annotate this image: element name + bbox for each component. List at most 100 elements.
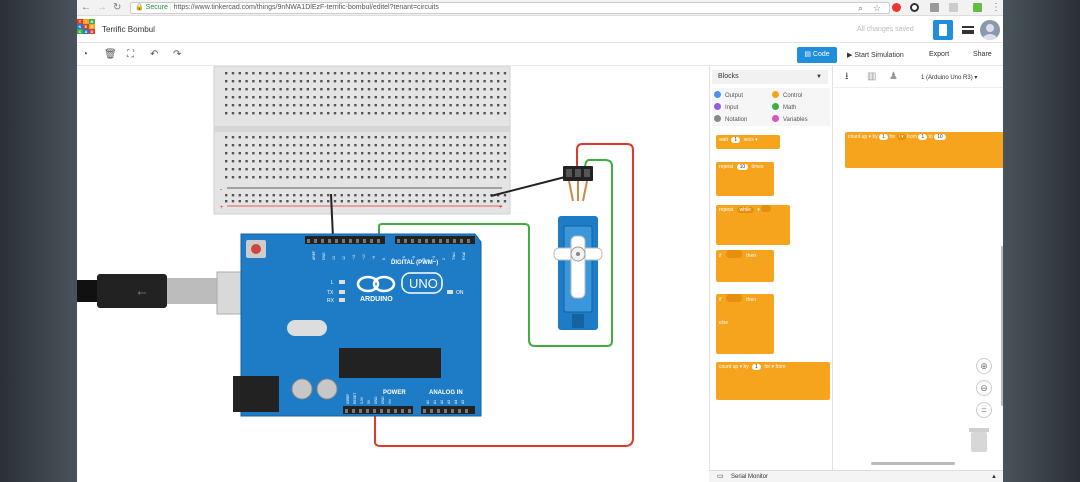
block-if-then-else[interactable]: if then else — [716, 294, 774, 354]
logo-letter: R — [89, 24, 95, 29]
project-title[interactable]: Terrific Bombul — [102, 25, 155, 34]
wires[interactable] — [330, 143, 634, 447]
star-icon[interactable]: ☆ — [873, 3, 882, 13]
redo-icon[interactable]: ↷ — [173, 49, 182, 60]
breadboard[interactable]: - + + — [213, 65, 511, 215]
extension-icon-2[interactable] — [930, 3, 939, 12]
save-status: All changes saved — [857, 26, 914, 33]
upload-icon[interactable]: ▥ — [867, 71, 877, 82]
zoom-in-button[interactable]: ⊕ — [976, 358, 992, 374]
block-wait[interactable]: wait 1 secs ▾ — [716, 135, 780, 149]
horizontal-scrollbar[interactable] — [871, 462, 955, 465]
extension-icon-4[interactable] — [973, 3, 982, 12]
menu-kebab-icon[interactable]: ⋮ — [991, 2, 1001, 13]
wire-red-power[interactable] — [374, 143, 634, 447]
block-unit[interactable]: secs — [743, 137, 754, 143]
led-rx-label: RX — [327, 298, 335, 304]
block-value[interactable]: while — [736, 207, 754, 213]
vertical-scrollbar[interactable] — [1001, 246, 1003, 406]
board-select[interactable]: 1 (Arduino Uno R3) ▾ — [921, 74, 977, 81]
block-dir[interactable]: up — [732, 364, 739, 370]
block-for: for — [764, 364, 771, 370]
category-output[interactable]: Output — [714, 91, 743, 100]
share-button[interactable]: Share — [973, 51, 992, 58]
usb-icon: ⭠ — [137, 285, 147, 299]
serial-monitor-toggle[interactable]: ▭ Serial Monitor ▲ — [709, 470, 1003, 482]
category-grid: Output Control Input Math Notation Varia… — [712, 88, 830, 126]
code-toolbar: ⭳ ▥ ♟ 1 (Arduino Uno R3) ▾ — [833, 66, 1003, 88]
servo-horn[interactable] — [553, 235, 603, 299]
logo-letter: C — [77, 29, 83, 34]
category-control[interactable]: Control — [772, 91, 802, 100]
block-by: by — [743, 364, 749, 370]
extension-icon-3[interactable] — [949, 3, 958, 12]
block-text: wait — [719, 137, 728, 143]
wire-black-breadboard[interactable] — [330, 193, 334, 239]
digital-pin-label: ~5 — [412, 256, 416, 260]
logo-letter: A — [83, 29, 89, 34]
block-value[interactable]: 1 — [879, 134, 888, 140]
block-dir[interactable]: up — [861, 134, 868, 140]
logo-letter: K — [77, 24, 83, 29]
extension-icon[interactable] — [910, 3, 919, 12]
opera-icon[interactable] — [892, 3, 901, 12]
circuit-view-button[interactable] — [933, 20, 953, 40]
list-view-button[interactable] — [958, 20, 978, 40]
address-bar[interactable]: 🔒 Secure | https://www.tinkercad.com/thi… — [130, 2, 890, 14]
digital-pin-label: ~10 — [362, 254, 366, 260]
digital-pin-label: ~3 — [432, 256, 436, 260]
board-select-label: 1 (Arduino Uno R3) — [921, 75, 973, 81]
search-icon[interactable]: ⌕ — [858, 3, 864, 13]
category-math[interactable]: Math — [772, 103, 796, 112]
code-button[interactable]: ▤ Code — [797, 47, 837, 63]
reset-zoom-button[interactable]: = — [976, 402, 992, 418]
trash-icon[interactable]: 🗑 — [104, 49, 117, 60]
block-value[interactable]: 1 — [918, 134, 928, 140]
circuit-canvas[interactable]: - + + — [77, 65, 709, 482]
variables-dot-icon — [772, 115, 779, 122]
gauge-icon[interactable]: ◔ — [82, 49, 89, 60]
block-value[interactable]: 10 — [736, 164, 749, 170]
forward-icon[interactable]: → — [97, 2, 107, 13]
block-keyword: then — [746, 253, 757, 259]
category-label: Variables — [783, 117, 808, 123]
wire-black-servo[interactable] — [490, 175, 570, 197]
power-pin-label: RESET — [353, 393, 357, 404]
code-workspace[interactable]: ⭳ ▥ ♟ 1 (Arduino Uno R3) ▾ count up ▾ by… — [832, 66, 1003, 470]
library-icon[interactable]: ♟ — [889, 71, 898, 82]
download-icon[interactable]: ⭳ — [845, 71, 849, 82]
wire-green-signal[interactable] — [378, 159, 613, 347]
back-icon[interactable]: ← — [81, 2, 91, 13]
block-value[interactable]: 1 — [752, 364, 761, 370]
analog-pin-label: A0 — [426, 400, 430, 404]
block-value[interactable]: 1 — [731, 137, 741, 143]
script-count-block[interactable]: count up ▾ by 1 for i ▾ from 1 to 10 — [845, 132, 1003, 168]
arduino-uno-board[interactable]: DIGITAL (PWM~) ARDUINO UNO POWER ANALOG … — [233, 233, 482, 417]
block-if-then[interactable]: if then — [716, 250, 774, 282]
servo-motor[interactable] — [553, 166, 603, 330]
export-button[interactable]: Export — [929, 51, 950, 58]
reload-icon[interactable]: ↻ — [113, 2, 122, 13]
undo-icon[interactable]: ↶ — [150, 49, 159, 60]
category-input[interactable]: Input — [714, 103, 738, 112]
block-repeat-times[interactable]: repeat 10 times — [716, 162, 774, 196]
led-l-label: L — [331, 280, 334, 286]
category-variables[interactable]: Variables — [772, 115, 808, 124]
block-repeat-while[interactable]: repeat while ▾ — [716, 205, 790, 245]
power-pin-label: 5V — [367, 399, 371, 404]
blocks-dropdown[interactable]: Blocks ▼ — [712, 70, 828, 84]
block-count[interactable]: count up ▾ by 1 for ▾ from — [716, 362, 830, 400]
analog-pin-label: A2 — [440, 400, 444, 404]
category-notation[interactable]: Notation — [714, 115, 747, 124]
control-dot-icon — [772, 91, 779, 98]
block-value[interactable]: 10 — [934, 134, 946, 140]
zoom-out-button[interactable]: ⊖ — [976, 380, 992, 396]
fit-view-icon[interactable]: ⛶ — [127, 49, 134, 60]
trash-bin-icon[interactable] — [968, 426, 990, 454]
avatar[interactable] — [980, 20, 1000, 40]
tinkercad-logo[interactable]: T I N K E R C A D — [77, 19, 95, 39]
start-simulation-button[interactable]: ▶ Start Simulation — [847, 51, 904, 59]
block-from: from — [906, 134, 917, 140]
usb-cable[interactable]: ⭠ — [77, 271, 250, 315]
